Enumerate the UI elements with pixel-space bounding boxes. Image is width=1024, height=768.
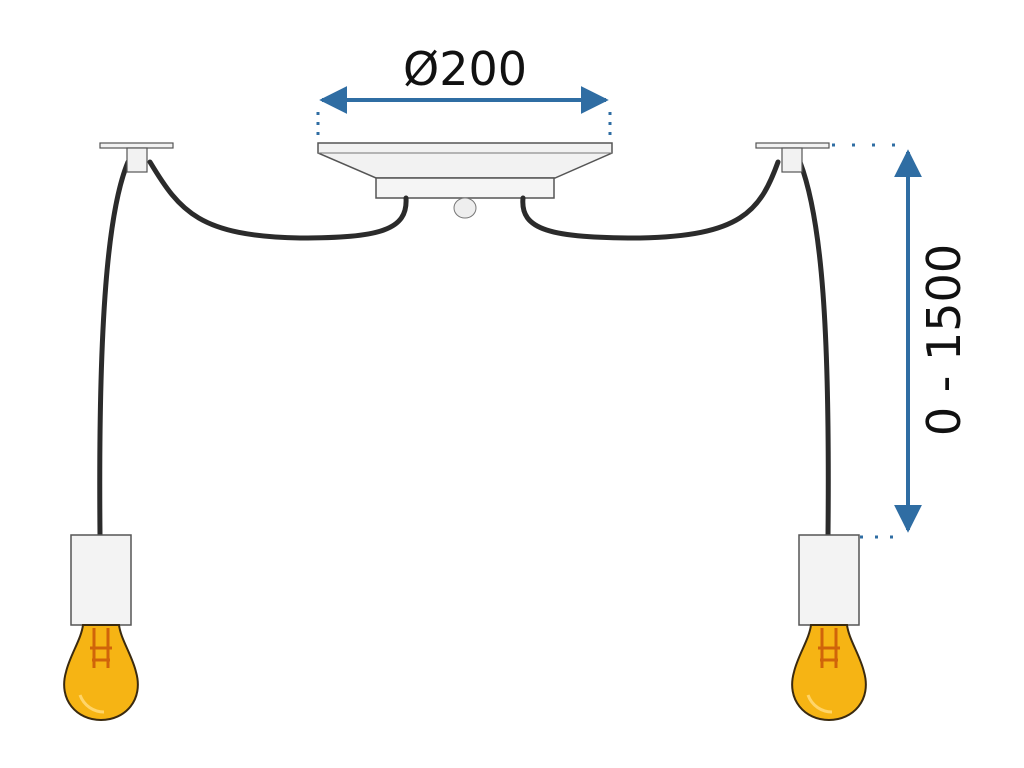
cable-left-span xyxy=(147,159,409,241)
socket-left xyxy=(70,534,132,626)
cables xyxy=(97,159,831,538)
height-dimension: 0 - 1500 xyxy=(832,143,971,539)
light-bulb-icon xyxy=(63,624,139,722)
cable-left-drop xyxy=(97,159,131,538)
canopy-plate xyxy=(317,142,613,179)
cable-right-drop xyxy=(797,159,831,538)
ceiling-hook-right xyxy=(755,142,830,173)
socket-right xyxy=(798,534,860,626)
diameter-label: Ø200 xyxy=(403,42,527,96)
diameter-dimension: Ø200 xyxy=(316,42,612,140)
height-label: 0 - 1500 xyxy=(917,244,971,436)
canopy-screw xyxy=(453,197,477,219)
lamp-left xyxy=(63,534,139,722)
cable-right-span xyxy=(520,159,781,241)
lamp-right xyxy=(791,534,867,722)
light-bulb-icon xyxy=(791,624,867,722)
ceiling-hook-left xyxy=(99,142,174,173)
canopy-base xyxy=(375,177,555,199)
ceiling-canopy xyxy=(317,142,613,219)
